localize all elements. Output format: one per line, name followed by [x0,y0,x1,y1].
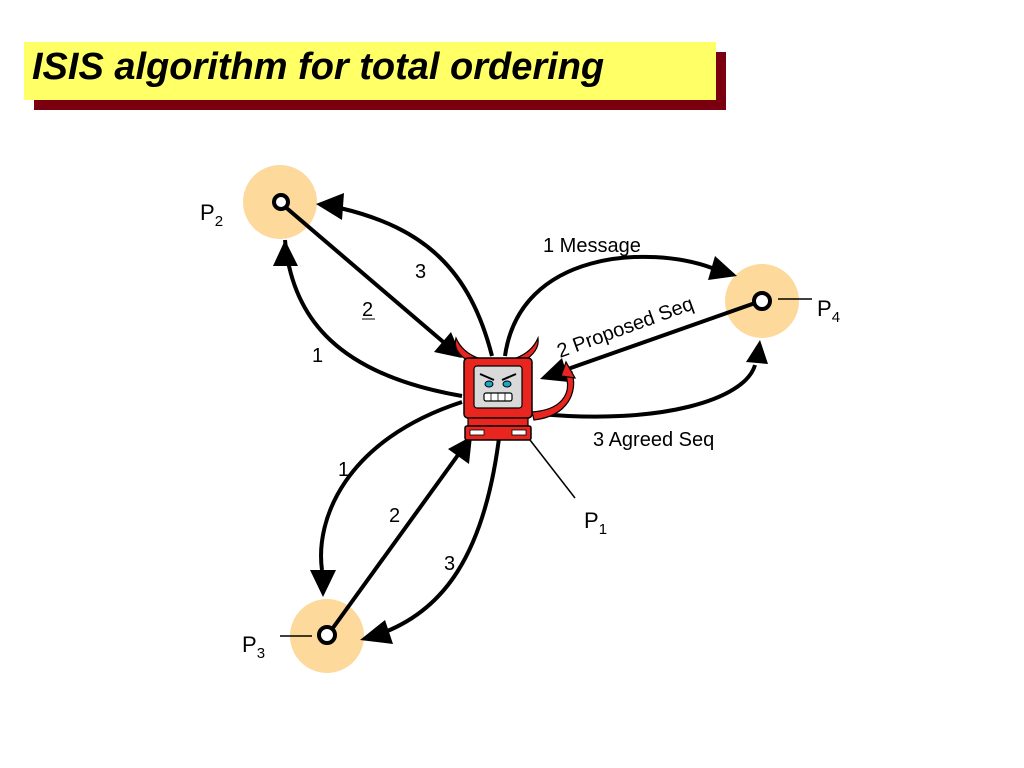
label-p4-proposed: 2 Proposed Seq [554,293,696,363]
edge-p1-p2-message [283,239,463,398]
edge-p1-p3-message [319,400,463,571]
edge-p1-p4-agreed [539,364,757,419]
arrowhead-p4-message [708,256,737,280]
label-p4-name: P [817,296,832,321]
arrowhead-p3-agreed [360,620,393,644]
label-p4: P4 [817,296,840,326]
arrowhead-p3-message [310,570,336,597]
label-p1-sub: 1 [599,521,607,538]
arrowhead-p4-agreed [746,340,768,364]
p3-node [317,625,337,645]
edge-p1-p3-agreed [384,429,502,634]
title-banner: ISIS algorithm for total ordering [24,42,726,110]
label-p3-agree: 3 [444,553,455,575]
edge-p1-p2-agreed [339,206,494,357]
label-p1: P1 [584,508,607,538]
label-p2-name: P [200,200,215,225]
label-p2-send: 1 [312,345,323,367]
label-p2-agree: 3 [415,261,426,283]
label-p3: P3 [242,632,265,662]
edge-p3-p1-proposed [328,453,460,634]
label-p4-message: 1 Message [543,235,641,257]
p2-node [272,193,290,211]
label-p2-sub: 2 [215,213,223,230]
label-p2-propose: 2 [362,299,373,321]
label-p3-sub: 3 [257,645,265,662]
edge-p2-p1-proposed [281,203,450,348]
label-p2: P2 [200,200,223,230]
title-box: ISIS algorithm for total ordering [24,42,716,100]
p1-leader-line [529,439,576,499]
arrowhead-p3-proposed [448,436,472,464]
devil-computer-icon [454,335,577,441]
label-p3-propose: 2 [389,505,400,527]
arrowhead-p2-message [273,240,298,266]
page-title: ISIS algorithm for total ordering [32,46,605,88]
edge-p4-p1-proposed [564,300,759,372]
label-p1-name: P [584,508,599,533]
arrowhead-p2-agreed [316,193,344,220]
edge-p1-p4-message [503,254,713,357]
p4-node [752,291,772,311]
arrowhead-p2-proposed [434,332,462,358]
label-p4-sub: 4 [832,309,840,326]
label-p3-name: P [242,632,257,657]
label-p4-agreed: 3 Agreed Seq [593,429,714,451]
label-p3-send: 1 [338,459,349,481]
